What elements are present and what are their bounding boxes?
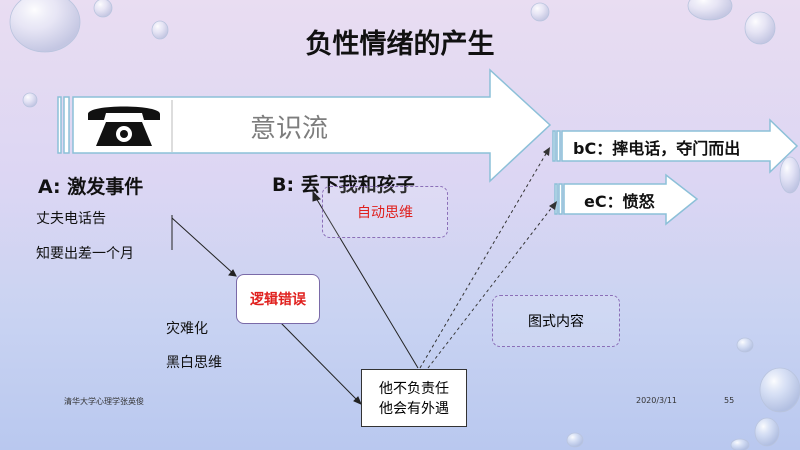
arrowhead [549, 201, 557, 210]
main-arrow [72, 68, 552, 183]
dashed-connector [427, 205, 554, 369]
connector-line [315, 197, 419, 369]
distortion-1: 灾难化 [166, 321, 208, 337]
arrowhead [543, 147, 550, 156]
telephone-icon [88, 106, 160, 146]
core-belief-line-2: 他会有外遇 [379, 401, 449, 417]
behavior-consequence: bC：摔电话，夺门而出 [573, 139, 741, 158]
core-belief-box: 他不负责任 他会有外遇 [361, 369, 467, 427]
arrowhead [228, 269, 237, 277]
slide-title: 负性情绪的产生 [305, 29, 495, 60]
logic-error-box: 逻辑错误 [236, 274, 320, 324]
belief-heading: B: 丢下我和孩子 [272, 174, 415, 196]
event-line-1: 丈夫电话告 [36, 211, 106, 227]
ec-arrow-stripe [554, 183, 558, 215]
auto-thought-label: 自动思维 [357, 205, 413, 221]
ec-arrow-stripe [558, 183, 563, 215]
schema-label: 图式内容 [528, 314, 584, 330]
core-belief-line-1: 他不负责任 [379, 381, 449, 397]
bc-arrow-stripe [552, 130, 556, 162]
arrowhead [353, 396, 362, 405]
footer-author: 清华大学心理学张英俊 [64, 397, 144, 406]
connector-line [279, 321, 361, 404]
ec-arrow [563, 173, 699, 226]
emotion-consequence: eC：愤怒 [584, 192, 655, 211]
event-line-2: 知要出差一个月 [36, 246, 134, 262]
connector-line [171, 217, 237, 277]
schema-box: 图式内容 [492, 295, 620, 347]
main-arrow-label: 意识流 [250, 114, 329, 144]
bc-arrow [561, 118, 799, 174]
main-arrow-stripe [57, 96, 62, 154]
bc-arrow-stripe [556, 130, 561, 162]
logic-error-label: 逻辑错误 [250, 292, 306, 308]
auto-thought-box: 自动思维 [322, 186, 448, 238]
event-heading: A: 激发事件 [38, 176, 144, 198]
footer-page-number: 55 [724, 396, 735, 405]
footer-date: 2020/3/11 [636, 396, 678, 405]
main-arrow-stripe [63, 96, 70, 154]
distortion-2: 黑白思维 [166, 355, 222, 371]
arrowhead [312, 190, 321, 202]
